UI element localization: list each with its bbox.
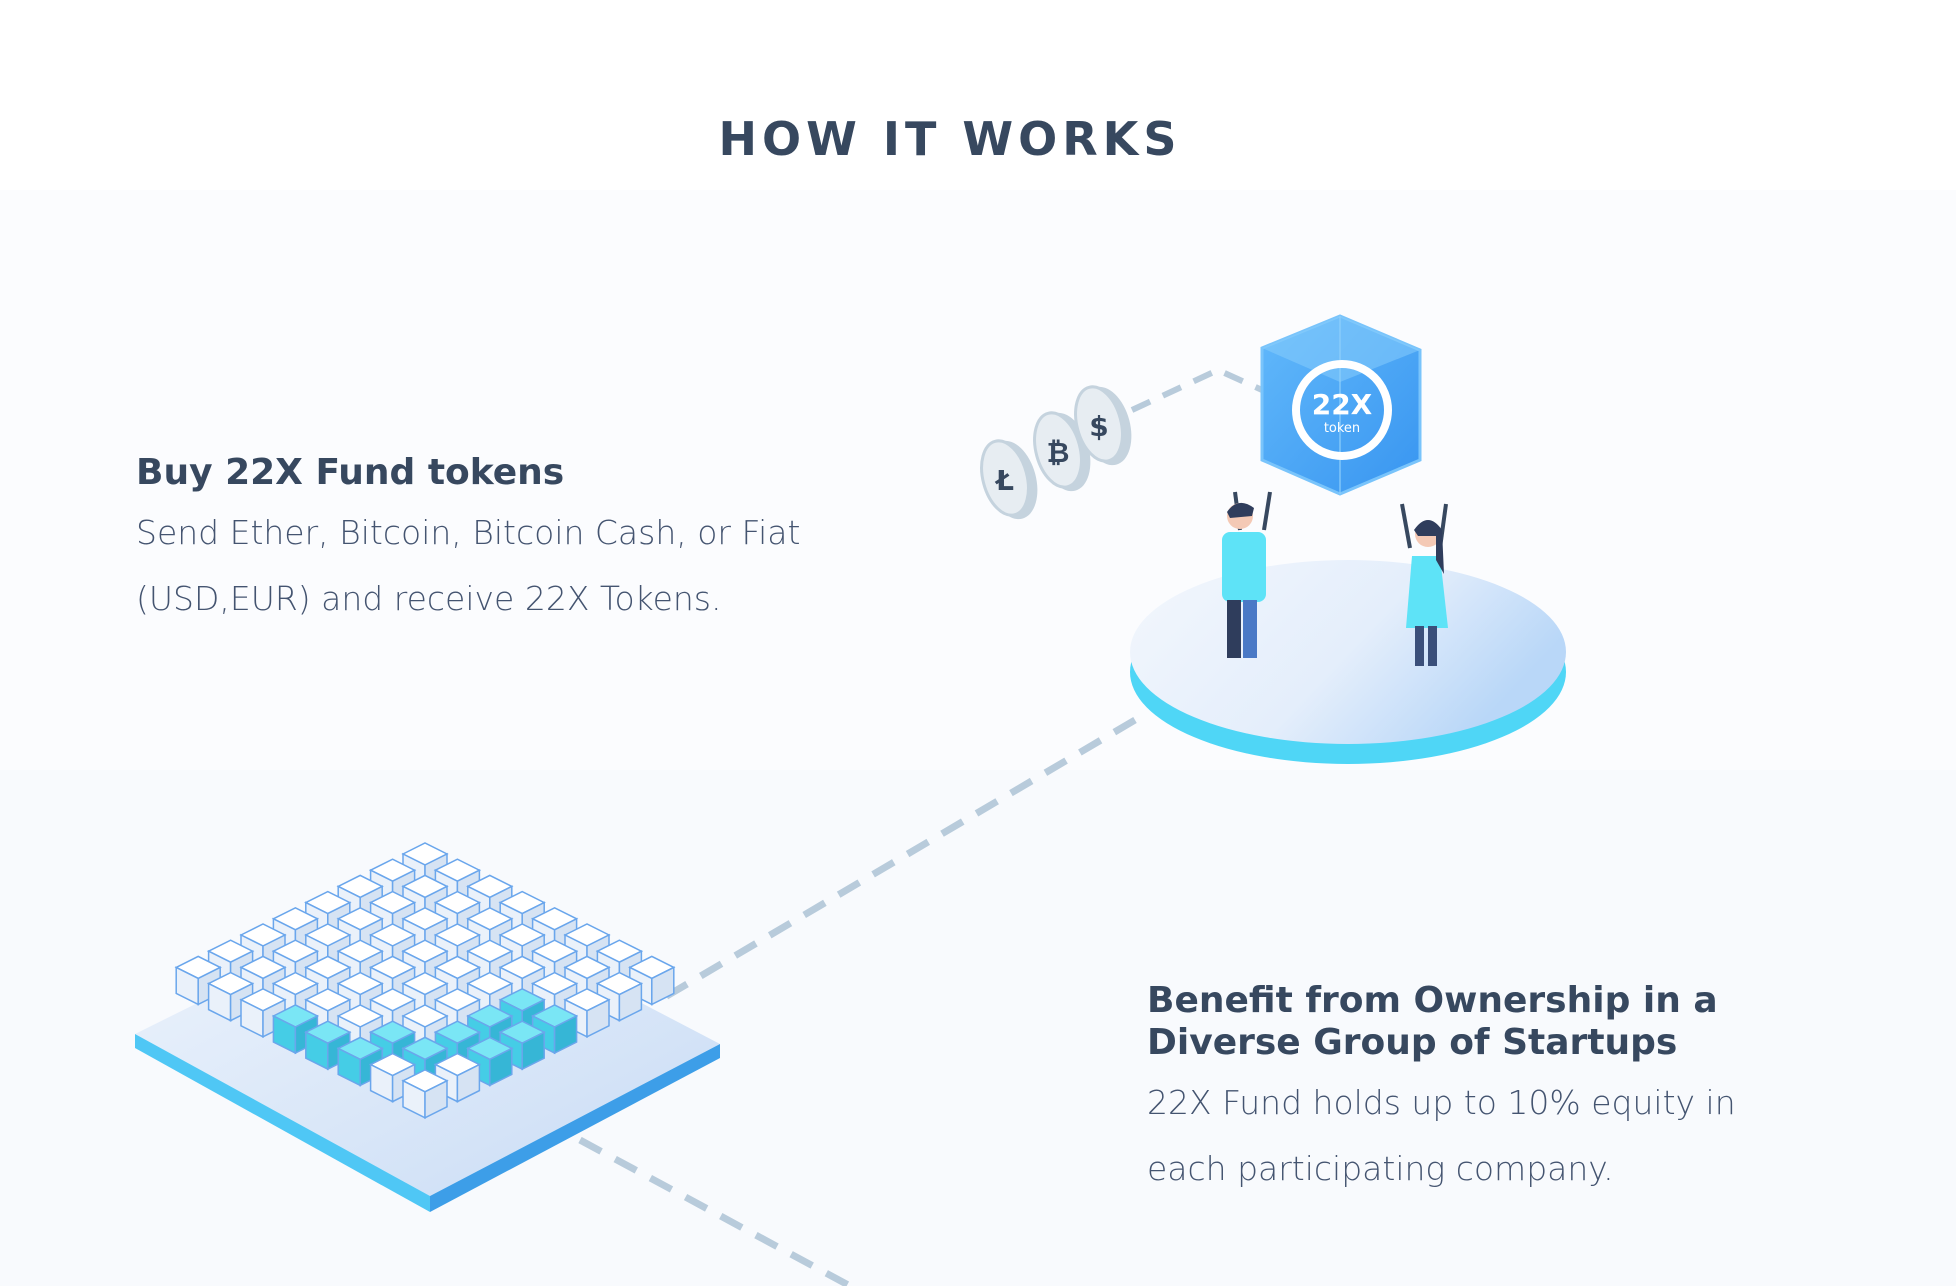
step-ownership-text: 22X Fund holds up to 10% equity in each …	[1147, 1070, 1787, 1202]
section-title: HOW IT WORKS	[718, 112, 1182, 167]
connector-platform-grid	[658, 716, 1137, 1004]
connector-coins-token	[1130, 366, 1264, 413]
grid-block-face	[489, 1047, 513, 1087]
bitcoin-icon: ₿	[1047, 436, 1070, 469]
startup-grid-cubes	[174, 842, 676, 1120]
dollar-icon: $	[1089, 410, 1108, 443]
step-buy-tokens-line-2: (USD,EUR) and receive 22X Tokens.	[136, 579, 722, 618]
coin-dollar: $	[1074, 385, 1132, 466]
step-ownership: Benefit from Ownership in a Diverse Grou…	[1147, 980, 1787, 1202]
step-ownership-line-2: each participating company.	[1147, 1149, 1614, 1188]
coin-litecoin: Ł	[980, 439, 1038, 520]
step-buy-tokens-text: Send Ether, Bitcoin, Bitcoin Cash, or Fi…	[136, 500, 836, 632]
platform-disc	[1130, 560, 1566, 764]
step-one-band	[0, 190, 1956, 770]
step-buy-tokens-heading: Buy 22X Fund tokens	[136, 452, 565, 493]
grid-block-face	[456, 1063, 481, 1103]
step-ownership-heading-line-1: Benefit from Ownership in a	[1147, 980, 1718, 1021]
connector-grid-down	[578, 1136, 852, 1286]
header-band	[0, 0, 1956, 190]
person-woman	[1400, 503, 1448, 666]
step-buy-tokens-line-1: Send Ether, Bitcoin, Bitcoin Cash, or Fi…	[136, 513, 801, 552]
step-ownership-heading-line-2: Diverse Group of Startups	[1147, 1022, 1678, 1063]
grid-block-face	[651, 966, 675, 1006]
litecoin-icon: Ł	[994, 464, 1014, 497]
step-buy-tokens: Buy 22X Fund tokens Send Ether, Bitcoin,…	[136, 452, 836, 632]
grid-block-face	[618, 982, 643, 1022]
grid-block-face	[553, 1014, 578, 1055]
grid-block-face	[424, 1079, 448, 1120]
step-ownership-heading: Benefit from Ownership in a Diverse Grou…	[1147, 980, 1787, 1064]
step-ownership-line-1: 22X Fund holds up to 10% equity in	[1147, 1083, 1736, 1122]
grid-block-face	[521, 1030, 545, 1071]
grid-block-face	[586, 998, 610, 1039]
token-cube: 22X token	[1260, 314, 1422, 496]
token-logo-text: 22X	[1312, 388, 1373, 421]
person-man	[1222, 491, 1272, 658]
token-logo-sub: token	[1324, 421, 1360, 436]
